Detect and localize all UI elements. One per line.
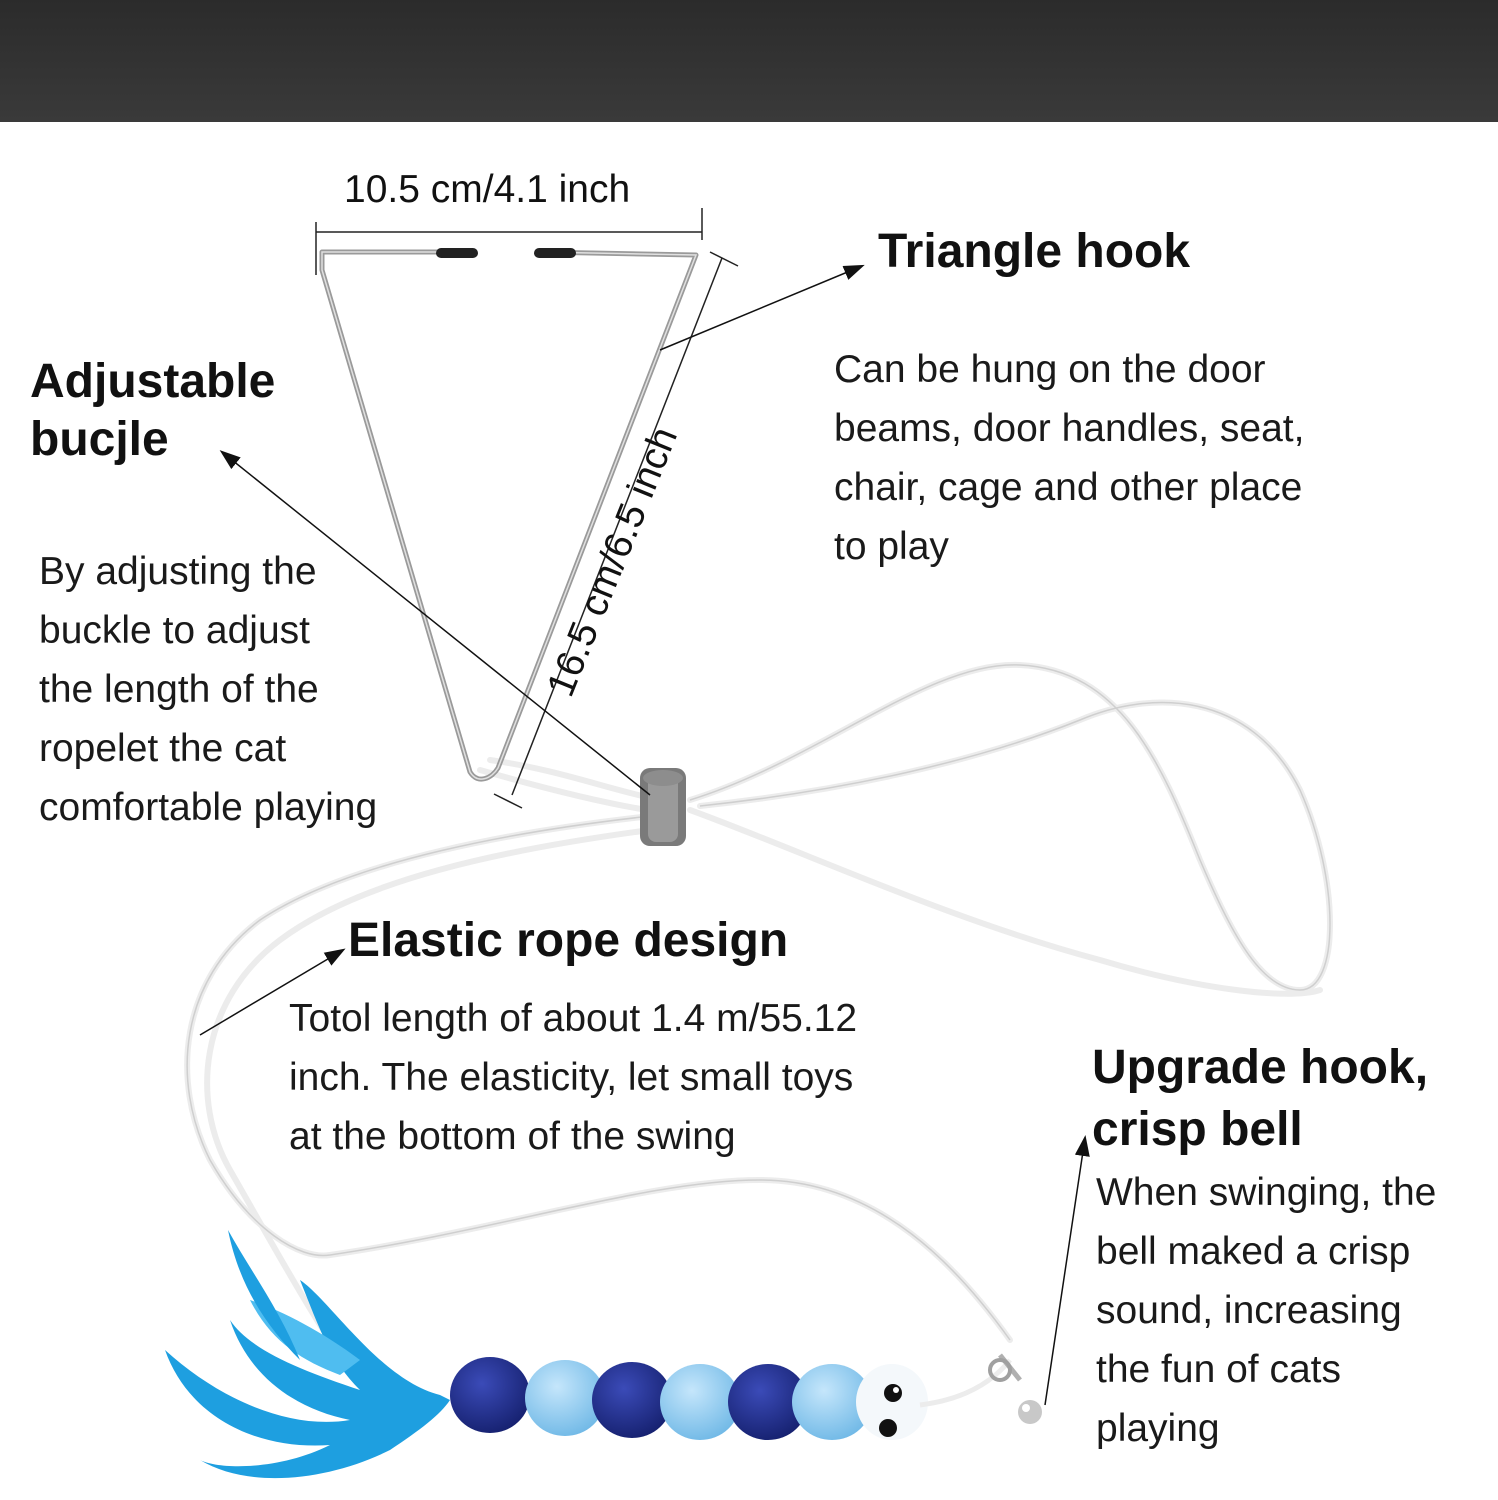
- wire-end-cap-right: [534, 248, 576, 258]
- triangle-hook-arrow: [659, 264, 865, 351]
- buckle-arrow: [219, 450, 651, 796]
- rope-arrow: [199, 948, 346, 1036]
- adjustable-buckle-title: Adjustable bucjle: [30, 355, 276, 466]
- triangle-hook-description: Can be hung on the door beams, door hand…: [834, 348, 1305, 568]
- elastic-rope-title: Elastic rope design: [348, 914, 789, 967]
- wire-end-cap-left: [436, 248, 478, 258]
- triangle-hook-title: Triangle hook: [878, 225, 1191, 278]
- width-dimension-line: [315, 208, 703, 275]
- adjustable-buckle-description: By adjusting the buckle to adjust the le…: [39, 550, 378, 829]
- pom-pom-caterpillar: [450, 1357, 928, 1440]
- blue-feather: [165, 1230, 450, 1479]
- upgrade-hook-description: When swinging, the bell maked a crisp so…: [1096, 1171, 1437, 1450]
- top-dark-band: [0, 0, 1498, 122]
- bell-icon: [988, 1353, 1042, 1424]
- bell-arrow: [1044, 1135, 1090, 1406]
- elastic-rope-description: Totol length of about 1.4 m/55.12 inch. …: [289, 997, 858, 1158]
- width-label: 10.5 cm/4.1 inch: [344, 168, 631, 211]
- upgrade-hook-title: Upgrade hook, crisp bell: [1092, 1041, 1429, 1156]
- height-dimension-line: [493, 251, 739, 809]
- adjustable-buckle: [640, 768, 686, 846]
